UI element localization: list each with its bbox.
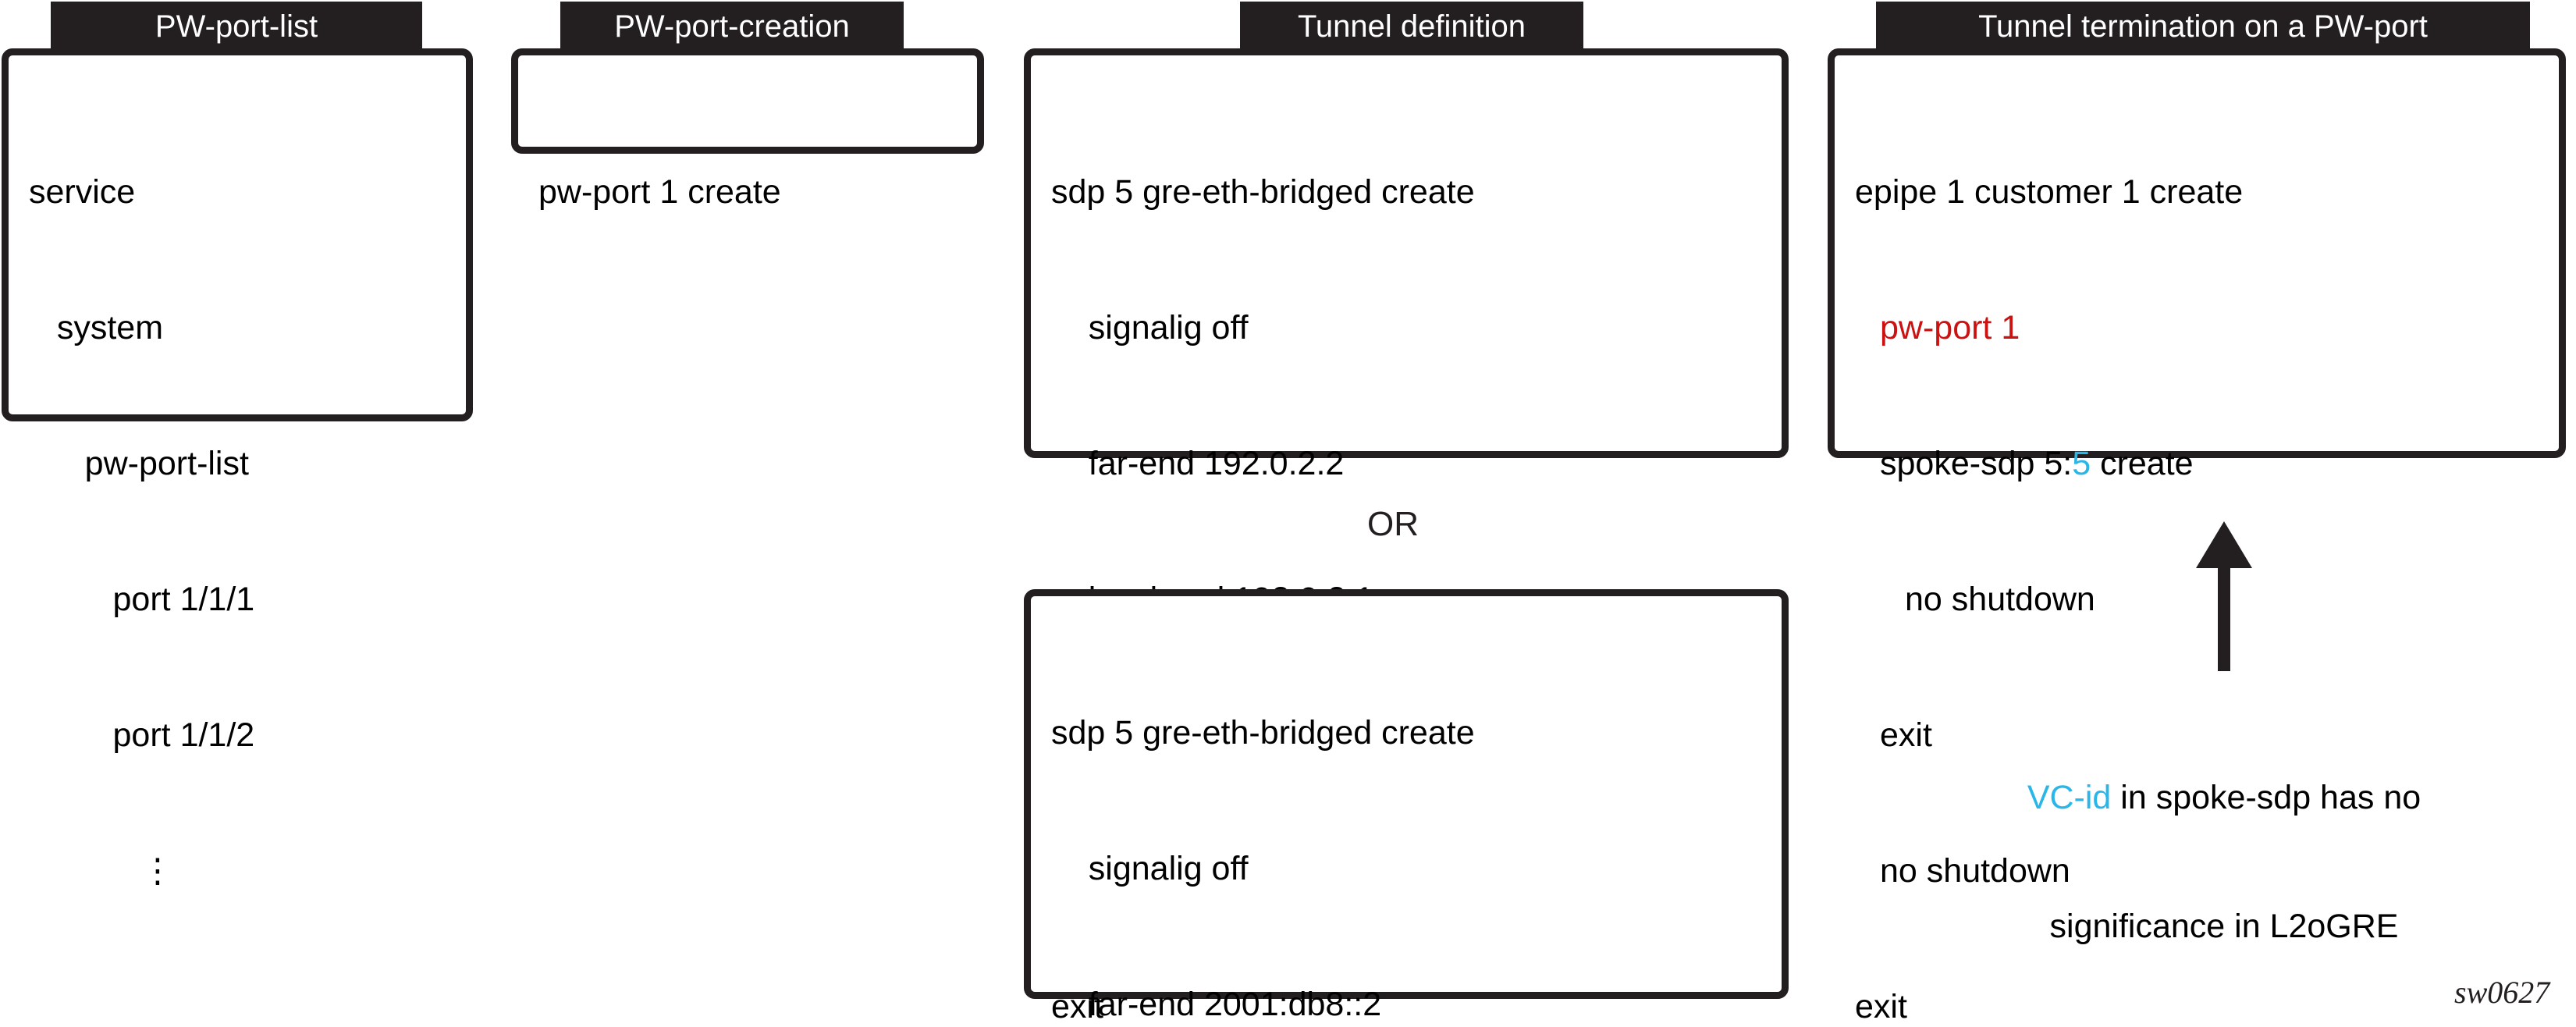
panel-body-tunnel-definition-ipv6: sdp 5 gre-eth-bridged create signalig of…	[1024, 589, 1789, 1023]
vc-id-annotation: VC-id in spoke-sdp has no significance i…	[1928, 691, 2521, 1027]
code-line-ellipsis: ⋮	[29, 852, 175, 890]
code-line-pw-port: pw-port 1	[1855, 305, 2243, 350]
panel-title-pw-port-list: PW-port-list	[51, 2, 422, 52]
code-block-tunnel-termination: epipe 1 customer 1 create pw-port 1 spok…	[1855, 79, 2243, 1027]
code-line: port 1/1/1	[29, 581, 255, 618]
code-line-exit-inner: exit	[1880, 716, 1932, 754]
code-block-tunnel-definition-ipv6: sdp 5 gre-eth-bridged create signalig of…	[1051, 620, 1475, 1027]
panel-title-tunnel-termination: Tunnel termination on a PW-port	[1876, 2, 2530, 52]
spoke-sdp-suffix: create	[2091, 445, 2194, 482]
code-line: system	[29, 309, 164, 346]
code-line: far-end 2001:db8::2	[1051, 986, 1382, 1023]
panel-body-pw-port-creation: pw-port 1 create	[511, 48, 984, 211]
code-line-epipe: epipe 1 customer 1 create	[1855, 173, 2244, 211]
code-line: pw-port-list	[29, 445, 249, 482]
panel-body-pw-port-list: service system pw-port-list port 1/1/1 p…	[2, 48, 473, 890]
annotation-rest: in spoke-sdp has no	[2111, 779, 2421, 816]
code-block-pw-port-list: service system pw-port-list port 1/1/1 p…	[29, 79, 254, 984]
code-line: port 1/1/2	[29, 716, 255, 754]
code-line: service	[29, 173, 136, 211]
annotation-line-1: VC-id in spoke-sdp has no	[1928, 776, 2521, 819]
panel-body-tunnel-definition: sdp 5 gre-eth-bridged create signalig of…	[1024, 48, 1789, 1025]
code-line: signalig off	[1051, 850, 1249, 887]
code-line-spoke-sdp: spoke-sdp 5:5 create	[1855, 441, 2243, 486]
panel-title-tunnel-definition: Tunnel definition	[1240, 2, 1583, 52]
panel-body-tunnel-termination: epipe 1 customer 1 create pw-port 1 spok…	[1828, 48, 2566, 1025]
or-label: OR	[1367, 505, 1419, 543]
code-line: signalig off	[1051, 309, 1249, 346]
code-block-pw-port-creation: pw-port 1 create	[538, 79, 781, 305]
figure-id-label: sw0627	[2454, 975, 2550, 1010]
panel-title-pw-port-creation: PW-port-creation	[560, 2, 904, 52]
code-line: pw-port 1 create	[538, 173, 781, 211]
code-line: far-end 192.0.2.2	[1051, 445, 1345, 482]
code-line-no-shutdown-inner: no shutdown	[1905, 581, 2095, 618]
pw-port-highlight: pw-port 1	[1880, 309, 2020, 346]
code-line: sdp 5 gre-eth-bridged create	[1051, 714, 1475, 752]
annotation-vc-id: VC-id	[2027, 779, 2112, 816]
code-line-exit-outer: exit	[1855, 988, 1907, 1025]
arrow-up-icon	[2196, 521, 2252, 671]
vc-id-highlight: 5	[2072, 445, 2091, 482]
callout-arrow	[2177, 515, 2302, 671]
annotation-line-2: significance in L2oGRE	[2049, 908, 2399, 945]
code-line-no-shutdown-outer: no shutdown	[1880, 852, 2070, 890]
code-line: sdp 5 gre-eth-bridged create	[1051, 173, 1475, 211]
spoke-sdp-prefix: spoke-sdp 5:	[1880, 445, 2073, 482]
